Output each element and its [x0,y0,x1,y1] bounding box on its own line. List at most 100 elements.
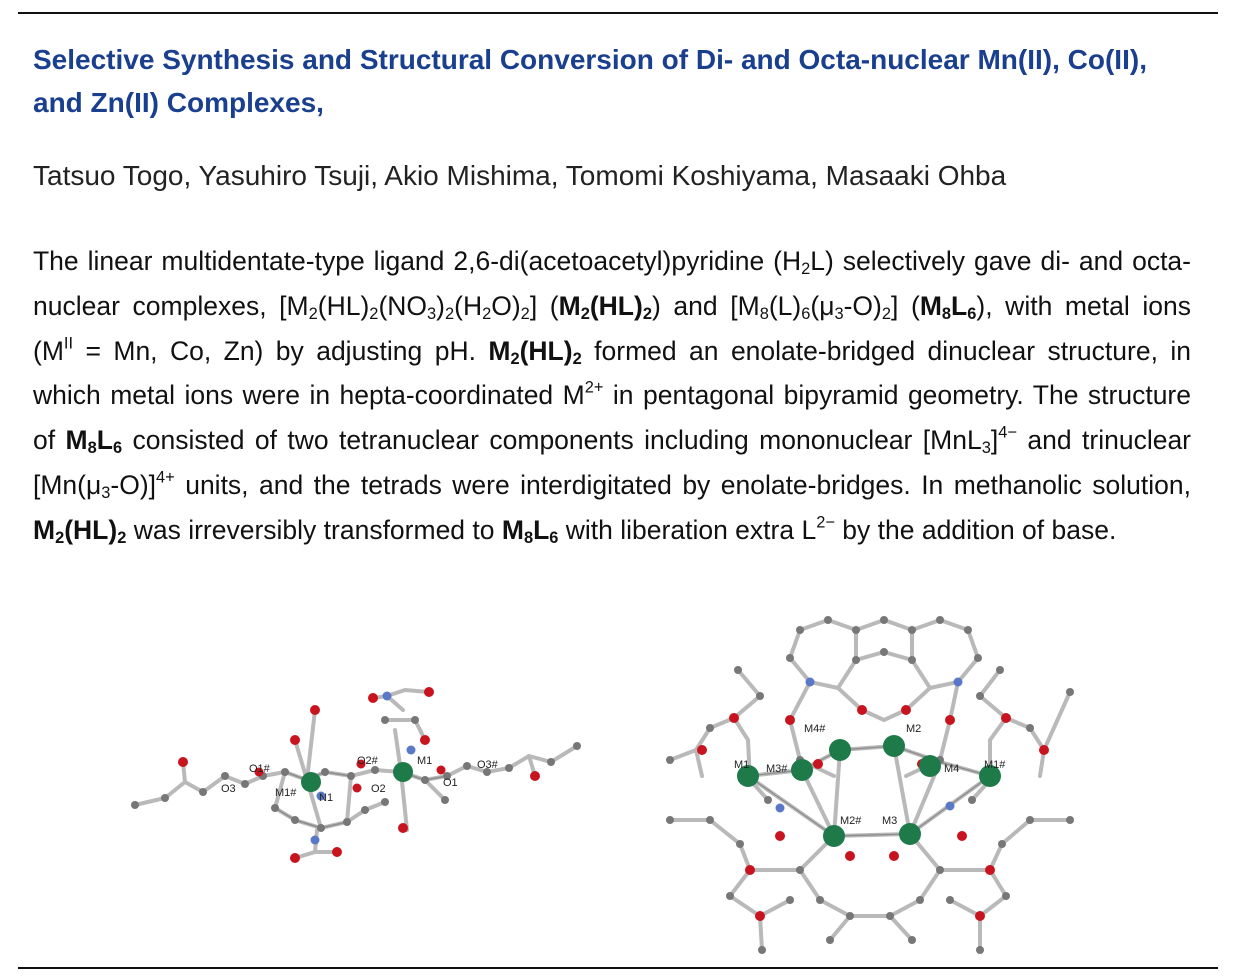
label-m3: M3 [882,815,897,827]
subscript: 8 [759,304,769,323]
superscript: 4− [998,423,1017,442]
atom-labels: M4# M2 M1 M3# M4 M1# M2# M3 [734,723,1006,827]
abstract-text: ) and [M [651,290,760,321]
bold-text: M [65,425,88,456]
abstract-text: ) [436,290,445,321]
abstract-text: (H [454,290,483,321]
bottom-rule [18,967,1218,969]
abstract-text: and trinuclear [Mn(μ [33,425,1192,500]
subscript: 6 [801,304,811,323]
superscript: 2− [816,513,835,532]
subscript: 3 [981,439,991,458]
subscript: 2 [881,304,892,323]
abstract-text: in pentagonal bipyramid geometry. The st… [33,380,1191,456]
abstract-text: ] [990,425,999,456]
subscript: 6 [112,439,123,458]
subscript: 2 [55,528,65,547]
compound-label: M2(HL)2 [33,514,127,547]
abstract-text: with liberation extra L [558,514,817,545]
subscript: 8 [87,439,97,458]
paper-title: Selective Synthesis and Structural Conve… [33,44,1147,118]
abstract-text: formed an enolate-bridged dinuclear stru… [33,335,1191,411]
metal-atom-m2s [823,825,845,847]
abstract-text: ] ( [529,290,559,321]
bold-text: M [501,514,524,545]
bold-text: (HL) [589,290,643,321]
subscript: 2 [482,304,492,323]
compound-label: M8L6 [65,425,123,458]
label-m2: M2 [906,723,921,735]
subscript: 2 [308,304,318,323]
subscript: 2 [117,528,127,547]
oxygen-atoms [697,705,1049,921]
subscript: 2 [444,304,455,323]
abstract-text: L) selectively gave di- and octa-nuclear… [33,246,1191,321]
metal-atom-m1s [301,772,321,792]
subscript: 3 [427,304,437,323]
abstract-text: was irreversibly transformed to [126,514,502,545]
abstract-text: (L) [768,290,802,321]
bold-text: L [533,514,550,545]
abstract-text: O) [491,290,521,321]
atom-labels: O1# O2# M1 O3# O3 M1# N1 O2 O1 [221,755,499,804]
label-m1s: M1# [275,787,297,799]
abstract-text: (NO [378,290,428,321]
nitrogen-atoms [310,691,416,845]
subscript: 2 [642,304,652,323]
metal-atom-m1s [979,765,1001,787]
superscript: II [63,334,74,353]
compound-label: M8L6 [919,290,977,323]
subscript: 2 [801,260,811,279]
nitrogen-atoms [775,677,963,813]
label-o2: O2 [371,783,386,795]
label-o2s: O2# [357,755,379,767]
label-o1s: O1# [249,763,271,775]
bold-text: M [919,290,942,321]
bond-dark-overlay [747,745,991,837]
metal-atom-m2 [883,735,905,757]
bond-network [133,687,579,860]
bold-text: M [558,290,581,321]
metal-atom-m4 [919,755,941,777]
subscript: 2 [520,304,530,323]
bold-text: M [488,335,511,366]
label-m4: M4 [944,763,959,775]
bold-text: L [951,290,968,321]
bold-text: (HL) [64,514,118,545]
abstract-text: -O)] [110,469,157,500]
compound-label: M8L6 [501,514,559,547]
metal-atoms [301,762,413,792]
bold-text: (HL) [519,335,573,366]
metal-atom-m3s [791,759,813,781]
abstract-text: by the addition of base. [834,514,1117,545]
label-m3s: M3# [766,763,788,775]
label-m2s: M2# [840,815,862,827]
bond-network [668,617,1072,952]
subscript: 8 [523,528,534,547]
label-o3s: O3# [477,759,499,771]
superscript: 2+ [584,378,604,397]
subscript: 3 [834,304,844,323]
abstract-text: (μ [810,290,835,321]
abstract-text: -O) [843,290,882,321]
author-list: Tatsuo Togo, Yasuhiro Tsuji, Akio Mishim… [33,160,1007,191]
subscript: 6 [967,304,977,323]
compound-label: M2(HL)2 [488,335,581,367]
metal-atom-m4s [829,739,851,761]
label-m1: M1 [734,759,749,771]
subscript: 8 [941,304,952,323]
compound-label: M2(HL)2 [558,290,652,323]
label-o3: O3 [221,783,236,795]
octanuclear-structure-figure: M4# M2 M1 M3# M4 M1# M2# M3 [666,616,1074,954]
carbon-atoms [666,616,1074,954]
metal-atom-m3 [899,823,921,845]
superscript: 4+ [156,468,175,487]
metal-atom-m1 [737,765,759,787]
abstract-text: units, and the tetrads were interdigitat… [174,469,1191,500]
subscript: 2 [580,304,590,323]
dinuclear-structure-figure: O1# O2# M1 O3# O3 M1# N1 O2 O1 [131,687,581,863]
abstract: The linear multidentate-type ligand 2,6-… [33,239,1191,553]
abstract-text: consisted of two tetranuclear components… [122,425,982,456]
oxygen-atoms [178,687,540,863]
label-m1: M1 [417,755,432,767]
